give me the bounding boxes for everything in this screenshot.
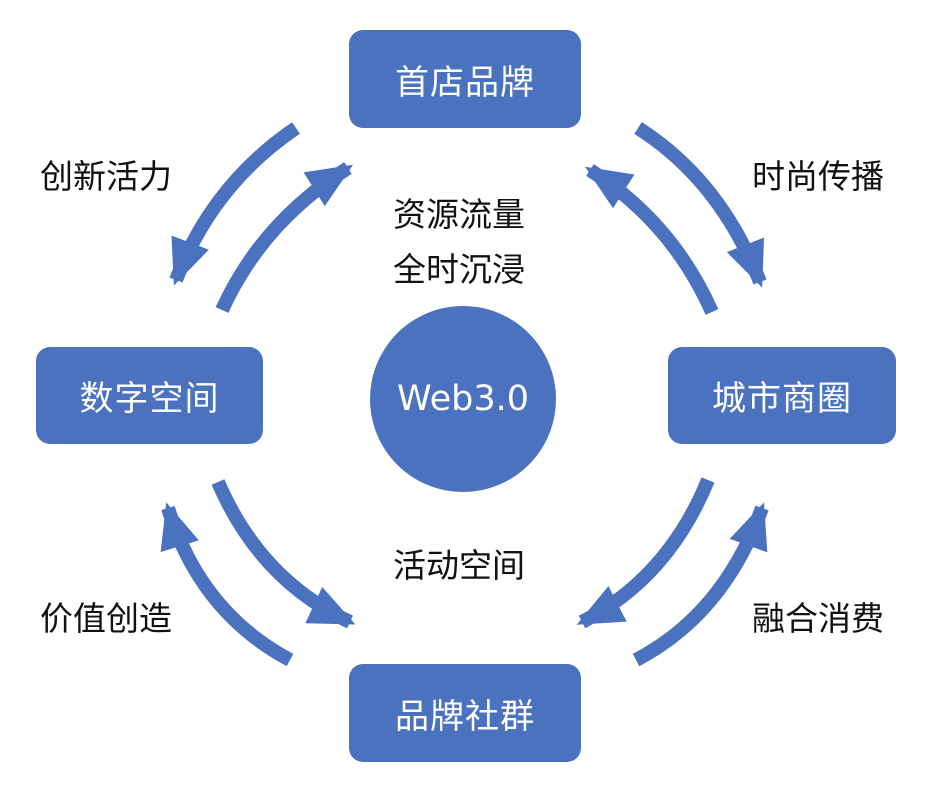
- node-bottom: 品牌社群: [349, 664, 581, 762]
- arrow-top-to-right: [634, 122, 767, 288]
- arrow-top-to-left: [169, 122, 300, 286]
- center-label-3: 活动空间: [393, 546, 525, 585]
- arrow-right-to-top: [584, 164, 719, 315]
- edge-label-top-left: 创新活力: [40, 157, 172, 196]
- arrow-left-to-bottom: [211, 479, 356, 629]
- edge-label-bottom-right: 融合消费: [752, 599, 884, 638]
- center-circle: Web3.0: [370, 306, 556, 492]
- arrow-bottom-to-left: [160, 502, 294, 667]
- node-top: 首店品牌: [349, 30, 581, 128]
- edge-label-bottom-left: 价值创造: [40, 599, 172, 638]
- arrow-bottom-to-right: [632, 502, 769, 667]
- center-label-2: 全时沉浸: [393, 250, 525, 289]
- edge-label-top-right: 时尚传播: [752, 157, 884, 196]
- center-label-1: 资源流量: [393, 195, 525, 234]
- arrow-right-to-bottom: [576, 477, 715, 629]
- node-left: 数字空间: [36, 347, 263, 444]
- node-right: 城市商圈: [668, 347, 896, 444]
- arrow-left-to-top: [215, 162, 354, 313]
